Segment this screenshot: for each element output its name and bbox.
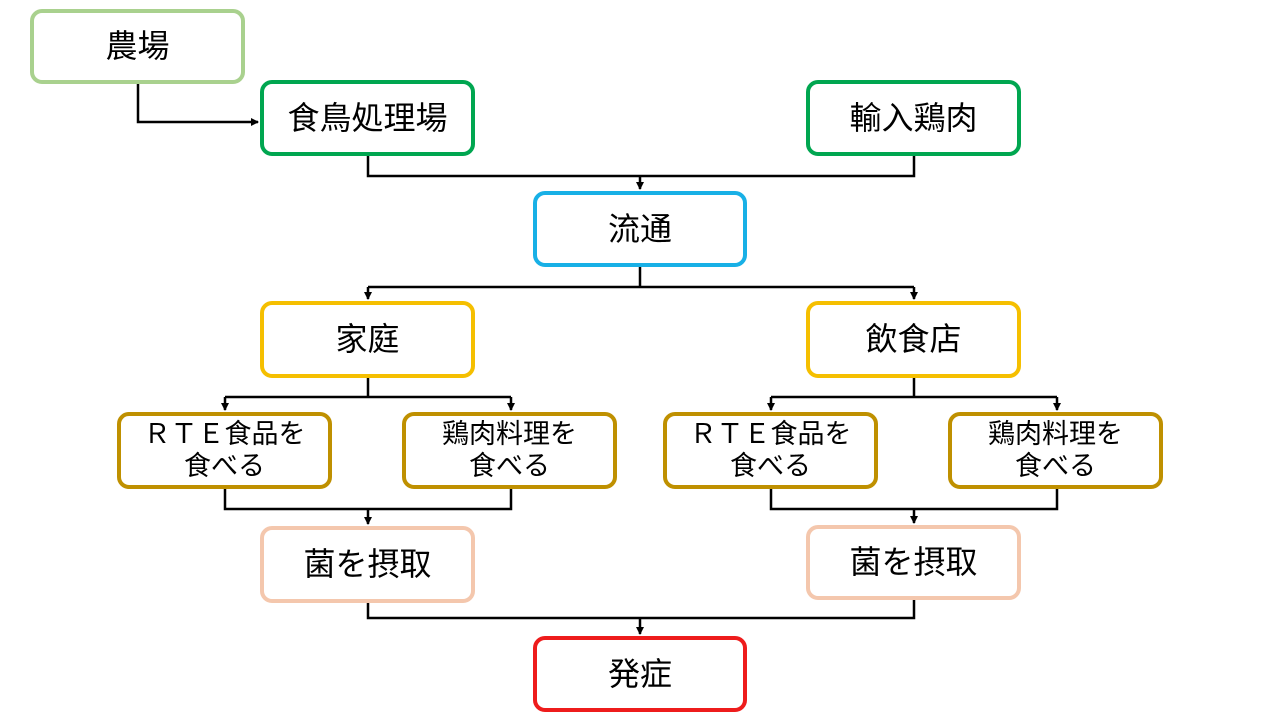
node-home-rte-line2: 食べる [184, 450, 265, 482]
node-restaurant-cooked: 鶏肉料理を 食べる [948, 412, 1163, 489]
node-slaughterhouse: 食鳥処理場 [260, 80, 475, 156]
node-restaurant-rte: ＲＴＥ食品を 食べる [663, 412, 878, 489]
node-home-rte-line1: ＲＴＥ食品を [143, 419, 306, 451]
node-home-cooked: 鶏肉料理を 食べる [402, 412, 617, 489]
node-restaurant-ingest: 菌を摂取 [806, 525, 1021, 600]
node-imported-chicken: 輸入鶏肉 [806, 80, 1021, 156]
node-home-rte: ＲＴＥ食品を 食べる [117, 412, 332, 489]
node-slaughterhouse-label: 食鳥処理場 [287, 98, 448, 137]
node-onset-label: 発症 [607, 654, 672, 693]
node-farm: 農場 [30, 9, 245, 84]
line-home-split [225, 378, 511, 399]
node-distribution-label: 流通 [607, 209, 672, 248]
line-slaughterhouse-merge [366, 156, 916, 178]
line-home-foods-merge [223, 489, 513, 511]
node-restaurant: 飲食店 [806, 301, 1021, 378]
node-imported-chicken-label: 輸入鶏肉 [849, 98, 978, 137]
node-restaurant-rte-line2: 食べる [730, 450, 811, 482]
node-home-ingest: 菌を摂取 [260, 526, 475, 603]
node-restaurant-ingest-label: 菌を摂取 [849, 543, 978, 582]
node-home: 家庭 [260, 301, 475, 378]
node-restaurant-label: 飲食店 [865, 320, 962, 359]
node-home-label: 家庭 [335, 320, 400, 359]
node-restaurant-cooked-line2: 食べる [1015, 450, 1096, 482]
line-restaurant-foods-merge [769, 489, 1059, 511]
node-home-cooked-line1: 鶏肉料理を [442, 419, 577, 451]
node-onset: 発症 [533, 636, 747, 712]
line-restaurant-split [771, 378, 1057, 399]
node-restaurant-cooked-line1: 鶏肉料理を [988, 419, 1123, 451]
node-farm-label: 農場 [105, 27, 170, 66]
node-restaurant-rte-line1: ＲＴＥ食品を [689, 419, 852, 451]
node-home-ingest-label: 菌を摂取 [303, 545, 432, 584]
arrow-farm-to-slaughterhouse [136, 84, 259, 126]
node-distribution: 流通 [533, 191, 747, 267]
node-home-cooked-line2: 食べる [469, 450, 550, 482]
